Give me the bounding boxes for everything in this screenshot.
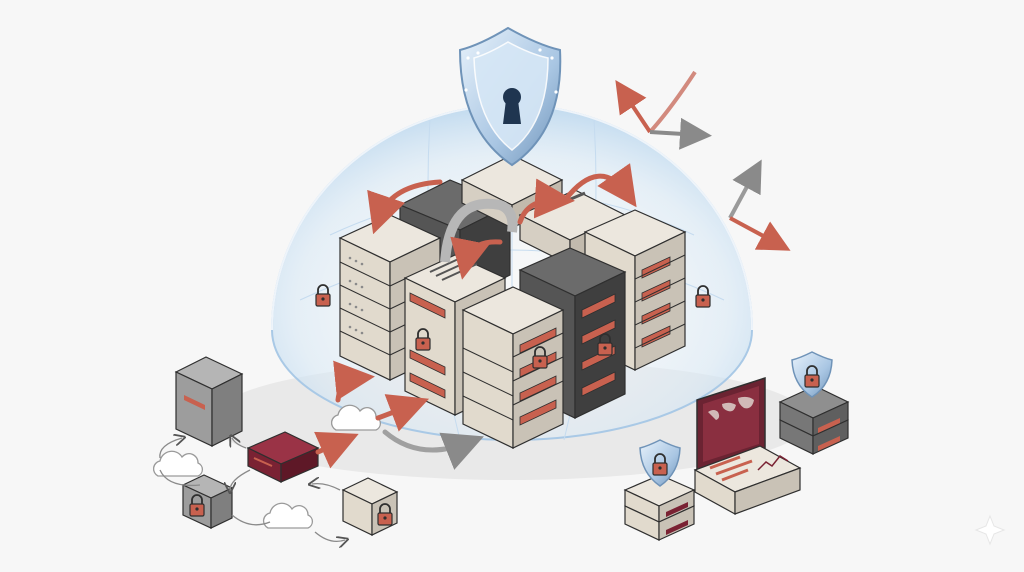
network-bottom-left <box>152 356 484 541</box>
hub-box-maroon <box>246 431 320 483</box>
server-stack-small-right <box>778 385 850 455</box>
server-box-gray <box>174 356 244 447</box>
server-stack-front-center <box>461 286 565 449</box>
server-stack-small-left <box>623 474 696 541</box>
shield-lock-icon <box>791 351 833 398</box>
device-box-small <box>181 474 234 529</box>
data-flow-arrows-top <box>367 163 637 280</box>
world-map-icon <box>696 376 766 472</box>
threat-deflection-arrows <box>615 70 791 251</box>
shield-lock-icon <box>639 439 681 487</box>
sparkle-icon <box>974 514 1006 546</box>
cable-arc <box>440 198 518 263</box>
cloud-icon <box>262 502 314 529</box>
devices-bottom-right <box>623 351 850 541</box>
shield-keyhole-icon <box>458 26 562 167</box>
dashboard-panel <box>693 445 802 516</box>
